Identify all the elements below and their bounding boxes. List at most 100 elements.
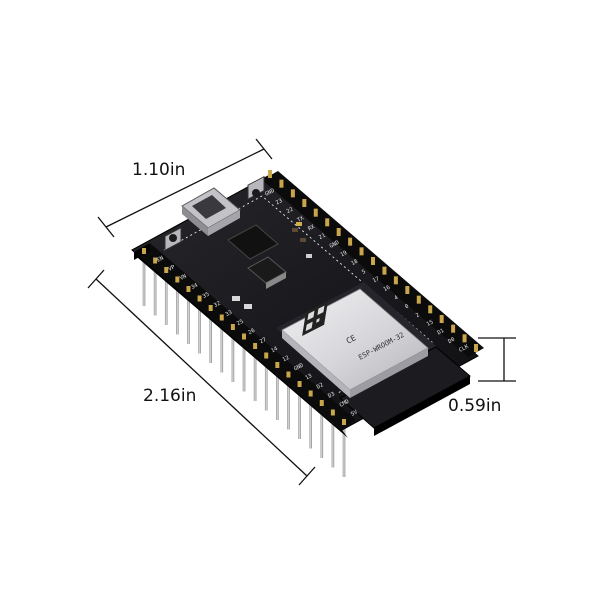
left-pin [242,343,246,392]
right-pin-label: 22 [286,207,295,215]
right-pin [371,257,375,265]
qr-code [302,300,328,336]
left-pin-label: VP [168,264,177,273]
left-pin-label: 25 [236,319,245,327]
micro-usb-connector [181,187,241,236]
right-pin-label: 15 [426,319,435,327]
left-pin-tip [197,295,202,302]
small-components [232,222,312,309]
width-dimension-line [105,148,265,228]
right-pin-label: 4 [393,295,399,302]
left-pin-label: 34 [190,282,199,291]
usb-uart-chip [227,224,279,260]
left-pin-label: 35 [202,292,211,300]
left-header-pins [142,258,346,477]
left-pin [342,429,346,477]
left-pin [320,410,324,458]
left-pin-label: 12 [282,355,291,363]
left-header-pin-tops [142,248,346,425]
left-pin-label: 26 [247,328,256,336]
left-pin-tip [297,381,302,387]
voltage-regulator [247,256,287,289]
left-pin-tip [319,400,324,406]
left-pin [276,372,279,420]
right-pin [462,334,467,343]
left-pin-label: EN [156,255,165,263]
right-pin-label: 5 [361,269,367,276]
right-pin [290,189,295,198]
left-pin-tip [208,305,213,311]
left-pin [264,362,268,411]
dimension-lines [87,138,516,486]
left-pin-label: VN [179,273,188,281]
left-pin-label: D2 [316,382,325,390]
left-pin [198,305,201,354]
right-pin [474,344,478,352]
right-pin [416,295,421,304]
esp-module: ESP-WROOM-32 CE [276,282,436,398]
right-pin-label: TX [296,215,305,224]
right-pin-label: 21 [318,233,327,241]
left-pin-tip [253,343,258,349]
left-pin-label: 13 [304,373,313,381]
right-pin [336,228,341,236]
right-pin [302,199,307,207]
right-pin [325,218,330,227]
left-pin-label: CMD [339,399,351,409]
right-pin-label: 2 [415,312,421,319]
en-button [164,226,182,252]
left-pin [298,391,301,439]
width-dimension-label: 1.10in [132,160,186,180]
right-pin-label: 16 [383,285,392,293]
right-pin-label: CLK [458,343,470,353]
left-pin [187,296,190,344]
width-tick-right [255,138,273,160]
right-pin [348,237,353,246]
left-pin-tip [330,409,335,416]
right-pin-label: 17 [372,276,381,284]
left-pin-tip [242,333,246,340]
height-dimension-label: 0.59in [448,396,502,416]
left-pin [164,277,168,325]
right-pin [428,305,433,314]
right-pin-label: 0 [404,304,410,311]
right-pin [268,170,272,178]
module-ce-mark: CE [345,333,358,346]
left-pin-tip [342,419,346,425]
left-pin [287,381,290,430]
right-pin-label: 19 [340,250,349,258]
right-pin-label: D0 [447,337,456,345]
left-pin-tip [153,257,158,264]
right-pin [279,179,284,188]
right-pin [382,266,387,275]
left-pin-tip [219,314,224,321]
right-pin-label: RX [307,224,316,233]
width-tick-left [97,216,115,238]
right-pin-label: GND [329,240,341,250]
right-pin-label: 23 [275,198,284,206]
right-header-pins [268,170,478,352]
right-pin-label: 18 [350,259,359,267]
left-pin-tip [264,352,269,359]
left-pin [176,286,179,335]
right-pin [451,324,456,333]
left-pin-label: 33 [225,310,234,318]
length-dimension-line [95,278,308,477]
left-pin-tip [142,248,146,254]
left-pin [220,324,224,373]
left-pin-tip [275,362,280,368]
boot-button [247,175,265,200]
right-pin [359,247,364,256]
left-pin-tip [186,286,191,292]
left-pin [209,315,212,363]
right-pin [313,208,318,217]
left-pin-tip [286,371,291,378]
left-pin-tip [230,324,235,330]
length-tick-top [87,269,105,289]
left-pin-tip [175,276,180,283]
left-pin [331,419,335,468]
right-pin [405,286,410,294]
